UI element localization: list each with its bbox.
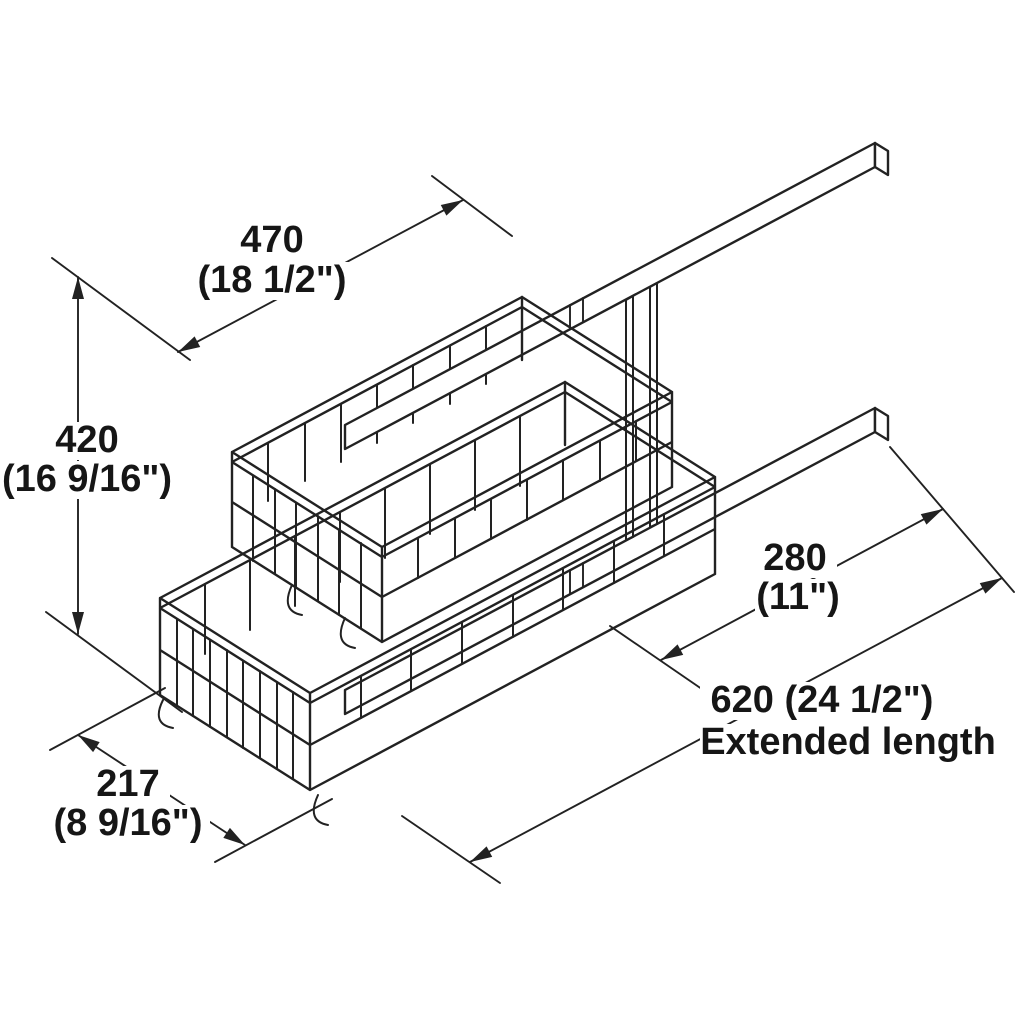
dim-217-imperial-label: (8 9/16") [54,802,203,844]
rail-end-cap [873,141,890,177]
rail-telescope-seam [569,297,584,330]
rail-end-cap [873,406,890,442]
label-backing [46,805,210,843]
dim-280-imperial-label: (11") [756,576,840,618]
dim-470-imperial-label: (18 1/2") [198,259,347,301]
dim-620-caption-label: Extended length [700,721,996,763]
label-backing [45,422,129,460]
dim-470-metric-label: 470 [240,219,303,261]
extension-lines [51,175,513,361]
end-face-grid-wires [176,618,294,780]
hanging-hooks [157,699,329,826]
extension-lines [49,687,333,863]
label-backing [193,262,351,300]
dim-620-value-label: 620 (24 1/2") [711,679,934,721]
label-backing [0,461,176,499]
upper-basket [230,295,674,649]
basket-frame [230,295,674,644]
hanging-hooks [286,584,356,649]
dim-420-imperial-label: (16 9/16") [2,458,172,500]
dimension-217-width: 217 (8 9/16") [46,687,333,863]
label-backing [232,222,312,260]
label-backing [753,540,837,578]
dimension-620-extended-length: 620 (24 1/2") Extended length [401,577,1003,884]
dimension-420-height: 420 (16 9/16") [0,276,183,713]
upper-slide-rail [343,141,890,451]
front-face-grid-wires [417,420,637,579]
end-face-grid-wires [252,475,362,629]
dim-280-metric-label: 280 [763,537,826,579]
dim-420-metric-label: 420 [55,419,118,461]
label-backing [700,682,944,720]
lower-basket [157,380,717,826]
dimension-280-extension: 280 (11") [609,446,1015,697]
dim-217-metric-label: 217 [96,763,159,805]
dimension-470-length: 470 (18 1/2") [51,175,513,361]
extension-line [401,815,501,884]
extension-line [45,611,183,713]
rail-body [343,141,877,451]
label-backing [86,766,170,804]
label-backing [700,724,998,762]
